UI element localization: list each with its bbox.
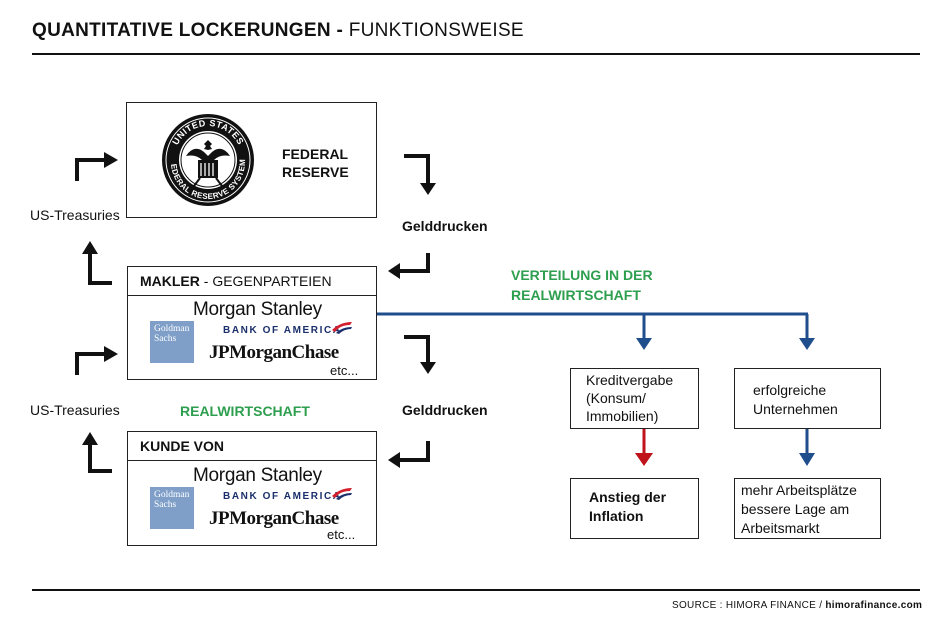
- makler-etc: etc...: [330, 363, 359, 378]
- kunde-header: KUNDE VON: [140, 438, 225, 454]
- makler-header-bold: MAKLER: [140, 273, 200, 289]
- realwirtschaft-label: REALWIRTSCHAFT: [180, 403, 310, 419]
- morgan-stanley-logo: Morgan Stanley: [193, 299, 322, 320]
- title-sub: FUNKTIONSWEISE: [348, 20, 524, 41]
- bank-of-america-flag-icon: [332, 322, 352, 334]
- arbeit-line3: Arbeitsmarkt: [741, 520, 820, 536]
- page-title: QUANTITATIVE LOCKERUNGEN - FUNKTIONSWEIS…: [32, 20, 524, 42]
- goldman-line2: Sachs: [154, 500, 177, 510]
- us-treasuries-label-top: US-Treasuries: [30, 207, 120, 223]
- distribution-line: [377, 312, 815, 350]
- arbeitsmarkt-text: mehr Arbeitsplätze bessere Lage am Arbei…: [741, 481, 857, 538]
- makler-header-rest: - GEGENPARTEIEN: [199, 273, 332, 289]
- inflation-line2: Inflation: [589, 508, 644, 524]
- jpmorgan-chase-logo: JPMorganChase: [209, 508, 339, 529]
- verteilung-label: VERTEILUNG IN DER REALWIRTSCHAFT: [511, 265, 653, 305]
- verteilung-line1: VERTEILUNG IN DER: [511, 267, 653, 283]
- arrow-icon: [388, 441, 430, 468]
- arbeit-line2: bessere Lage am: [741, 501, 850, 517]
- jpmorgan-chase-logo: JPMorganChase: [209, 342, 339, 363]
- goldman-sachs-logo-icon: Goldman Sachs: [150, 321, 194, 363]
- arrow-icon: [799, 428, 815, 466]
- bank-of-america-logo: BANK OF AMERICA: [223, 325, 342, 336]
- arbeit-line1: mehr Arbeitsplätze: [741, 482, 857, 498]
- kredit-line2: (Konsum/: [586, 390, 646, 406]
- federal-reserve-name: FEDERAL RESERVE: [282, 145, 349, 181]
- verteilung-line2: REALWIRTSCHAFT: [511, 287, 641, 303]
- arrow-icon: [404, 154, 436, 195]
- arrow-icon: [82, 432, 112, 473]
- kreditvergabe-text: Kreditvergabe (Konsum/ Immobilien): [586, 371, 673, 425]
- unternehmen-box: [734, 368, 881, 429]
- top-divider: [32, 53, 920, 55]
- arrow-icon: [75, 152, 118, 181]
- unternehmen-line1: erfolgreiche: [753, 382, 827, 398]
- unternehmen-text: erfolgreiche Unternehmen: [753, 381, 838, 419]
- arbeitsmarkt-box: [734, 478, 881, 539]
- arrow-icon: [82, 241, 112, 285]
- arrow-icon: [635, 428, 653, 466]
- goldman-sachs-logo-icon: Goldman Sachs: [150, 487, 194, 529]
- goldman-line2: Sachs: [154, 334, 177, 344]
- title-separator: -: [330, 20, 349, 41]
- gelddrucken-label-bottom: Gelddrucken: [402, 402, 488, 418]
- source-prefix: SOURCE : HIMORA FINANCE /: [672, 600, 826, 611]
- title-main: QUANTITATIVE LOCKERUNGEN: [32, 20, 331, 41]
- makler-header: MAKLER - GEGENPARTEIEN: [140, 273, 332, 289]
- kreditvergabe-box: [570, 368, 699, 429]
- kredit-line1: Kreditvergabe: [586, 372, 674, 388]
- goldman-line1: Goldman: [154, 490, 190, 500]
- bank-of-america-flag-icon: [332, 488, 352, 500]
- source-credit: SOURCE : HIMORA FINANCE / himorafinance.…: [672, 600, 922, 611]
- inflation-text: Anstieg der Inflation: [589, 488, 666, 526]
- kredit-line3: Immobilien): [586, 408, 659, 424]
- arrow-icon: [75, 346, 118, 375]
- goldman-line1: Goldman: [154, 324, 190, 334]
- inflation-line1: Anstieg der: [589, 489, 667, 505]
- kunde-etc: etc...: [327, 527, 356, 542]
- gelddrucken-label-top: Gelddrucken: [402, 218, 488, 234]
- unternehmen-line2: Unternehmen: [753, 401, 838, 417]
- morgan-stanley-logo: Morgan Stanley: [193, 465, 322, 486]
- inflation-box: [570, 478, 699, 539]
- source-site: himorafinance.com: [825, 600, 923, 611]
- arrow-icon: [404, 335, 436, 374]
- federal-reserve-line2: RESERVE: [282, 164, 349, 180]
- bottom-divider: [32, 589, 920, 591]
- arrow-icon: [388, 253, 430, 279]
- federal-reserve-seal-icon: UNITED STATES FEDERAL RESERVE SYSTEM: [160, 112, 254, 206]
- us-treasuries-label-bottom: US-Treasuries: [30, 402, 120, 418]
- bank-of-america-logo: BANK OF AMERICA: [223, 491, 342, 502]
- federal-reserve-line1: FEDERAL: [282, 146, 349, 162]
